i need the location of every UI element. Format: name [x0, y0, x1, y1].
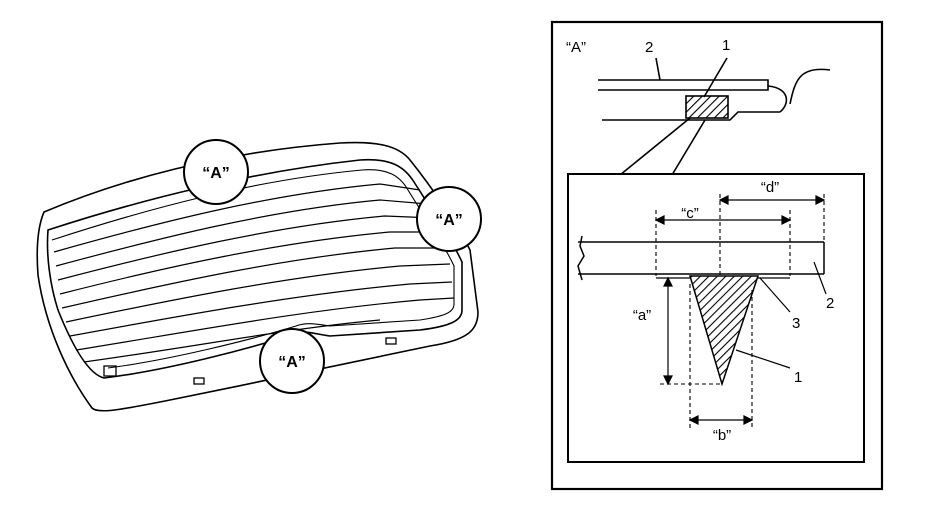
callout-label: “A” [435, 212, 463, 229]
part-number-1: 1 [794, 369, 802, 386]
body-flange-line [602, 111, 780, 121]
body-panel-outline [36, 141, 479, 412]
clip-tab [385, 337, 397, 345]
top-section-view [598, 57, 831, 121]
dimension-c-label: “c” [681, 205, 699, 222]
clip-tab [193, 377, 205, 385]
leader-3 [759, 277, 791, 313]
callout-a-right: “A” [416, 186, 482, 252]
detail-panel-a: “A” 2 1 [550, 20, 884, 491]
adhesive-bead-small [685, 95, 729, 119]
dimension-arrows [654, 195, 826, 425]
glass-break-line [577, 235, 585, 281]
callout-a-bottom: “A” [259, 328, 325, 394]
enlarged-view [577, 194, 827, 430]
dimension-b-label: “b” [713, 427, 731, 444]
wire-lead [767, 68, 831, 113]
detail-panel-label: “A” [566, 39, 586, 56]
glass-top-lines [598, 79, 769, 91]
leader-2-top [655, 57, 661, 81]
callout-label: “A” [278, 354, 306, 371]
clip-tab [103, 365, 117, 377]
leader-2 [813, 261, 827, 295]
leader-1-top [703, 57, 728, 98]
dimension-a-label: “a” [633, 307, 651, 324]
leader-1 [735, 349, 791, 369]
callout-label: “A” [202, 165, 230, 182]
adhesive-bead [688, 275, 760, 387]
part-number-3: 3 [792, 315, 800, 332]
rear-window-overview [36, 141, 479, 412]
top-number-2: 2 [645, 39, 653, 56]
dimension-lines [655, 194, 825, 430]
glass-outline [46, 158, 463, 379]
callout-a-top: “A” [183, 139, 249, 205]
zoom-connector [619, 117, 706, 176]
top-number-1: 1 [722, 37, 730, 54]
defroster-lines [53, 183, 455, 363]
part-number-2: 2 [826, 295, 834, 312]
dimension-d-label: “d” [761, 179, 779, 196]
